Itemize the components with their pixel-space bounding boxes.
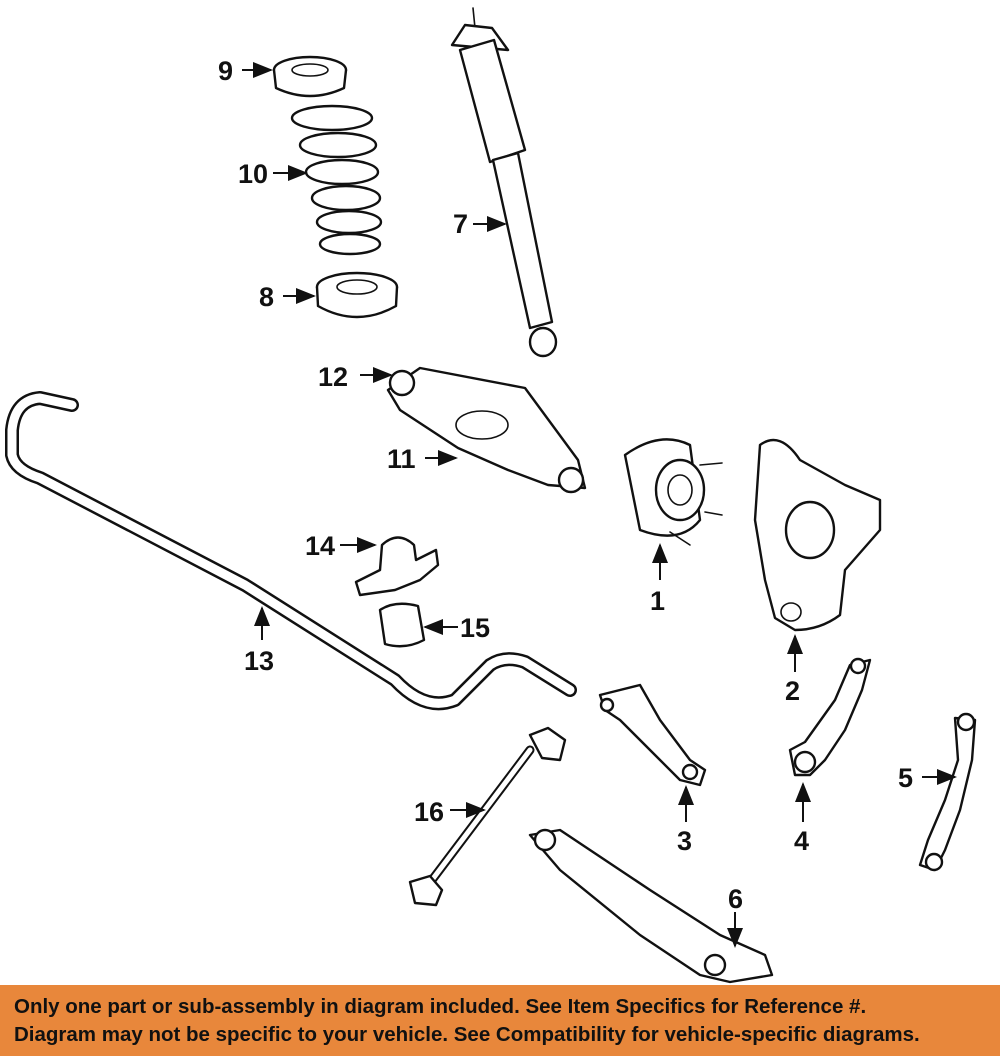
upper-arm-4 — [788, 657, 872, 777]
callout-12: 12 — [318, 362, 348, 392]
coil-spring — [290, 104, 383, 256]
callout-14: 14 — [305, 531, 335, 561]
parts-diagram: 9 10 8 7 12 11 13 — [5, 7, 977, 984]
callout-6: 6 — [728, 884, 743, 914]
stabilizer-bracket — [354, 536, 440, 597]
upper-spring-seat — [272, 55, 348, 98]
shock-absorber — [450, 7, 558, 358]
disclaimer-banner: Only one part or sub-assembly in diagram… — [0, 985, 1000, 1056]
callout-7: 7 — [453, 209, 468, 239]
upper-arm-3 — [598, 683, 707, 787]
callout-8: 8 — [259, 282, 274, 312]
callout-13: 13 — [244, 646, 274, 676]
callout-5: 5 — [898, 763, 913, 793]
stabilizer-bushing — [378, 602, 426, 648]
callout-11: 11 — [387, 444, 416, 474]
hub-bearing — [623, 438, 723, 546]
callout-2: 2 — [785, 676, 800, 706]
disclaimer-line-1: Only one part or sub-assembly in diagram… — [14, 995, 867, 1018]
lower-link — [528, 828, 774, 984]
callout-3: 3 — [677, 826, 692, 856]
stabilizer-bar — [5, 391, 577, 711]
disclaimer-line-2: Diagram may not be specific to your vehi… — [14, 1023, 920, 1046]
knuckle — [753, 438, 882, 632]
callout-16: 16 — [414, 797, 444, 827]
callout-1: 1 — [650, 586, 665, 616]
callout-4: 4 — [794, 826, 809, 856]
callout-10: 10 — [238, 159, 268, 189]
callout-15: 15 — [460, 613, 490, 643]
lower-spring-seat — [315, 271, 399, 319]
lower-control-arm — [386, 366, 587, 494]
callout-9: 9 — [218, 56, 233, 86]
lateral-link — [918, 712, 977, 872]
